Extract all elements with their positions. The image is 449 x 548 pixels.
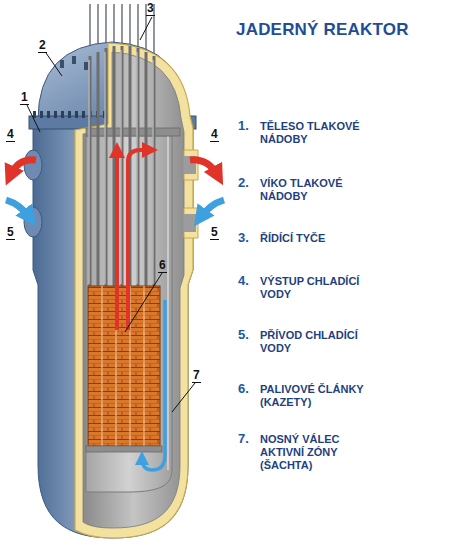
legend-number: 7. [238, 432, 249, 446]
legend-number: 3. [238, 231, 249, 245]
flow-down-arrow [142, 300, 165, 470]
control-rods [90, 46, 154, 286]
legend-text: VÝSTUP CHLADÍCÍ VODY [260, 275, 382, 301]
legend-number: 6. [238, 382, 249, 396]
callout-number: 6 [158, 259, 167, 273]
callout-number: 5 [210, 226, 219, 240]
outlet-arrow [190, 160, 218, 176]
legend-number: 4. [238, 274, 249, 288]
callout-number: 7 [192, 369, 201, 383]
inlet-arrow [6, 200, 30, 218]
outlet-arrow [10, 160, 36, 176]
callout-number: 4 [6, 128, 15, 142]
legend-text: NOSNÝ VÁLEC AKTIVNÍ ZÓNY (ŠACHTA) [260, 433, 382, 472]
diagram-title: JADERNÝ REAKTOR [236, 20, 409, 40]
lid-fittings [60, 56, 88, 70]
cut-vessel-wall [75, 43, 193, 538]
flow-up-arrow [128, 150, 150, 330]
legend-text: VÍKO TLAKOVÉ NÁDOBY [260, 177, 382, 203]
flange-bolts [33, 111, 106, 118]
legend-text: TĚLESO TLAKOVÉ NÁDOBY [260, 120, 382, 146]
fuel-separators [102, 286, 144, 446]
callout-number: 4 [210, 128, 219, 142]
leader-lines [27, 17, 195, 412]
vessel-cavity [83, 52, 184, 528]
callout-number: 5 [6, 226, 15, 240]
legend-number: 2. [238, 176, 249, 190]
legend-text: PŘÍVOD CHLADÍCÍ VODY [260, 329, 382, 355]
callout-number: 1 [20, 91, 29, 105]
callout-number: 2 [38, 39, 47, 53]
flow-up-arrow [115, 150, 119, 330]
lower-plate [86, 446, 162, 452]
legend-text: ŘÍDÍCÍ TYČE [260, 232, 382, 245]
inlet-arrow [200, 200, 224, 218]
control-rod-highlights [89, 50, 153, 284]
upper-plate [86, 128, 180, 136]
legend-number: 1. [238, 119, 249, 133]
barrel-highlight [168, 136, 169, 470]
legend-number: 5. [238, 328, 249, 342]
legend-text: PALIVOVÉ ČLÁNKY (KAZETY) [260, 383, 382, 409]
fuel-assemblies [88, 286, 160, 446]
callout-number: 3 [146, 2, 155, 16]
